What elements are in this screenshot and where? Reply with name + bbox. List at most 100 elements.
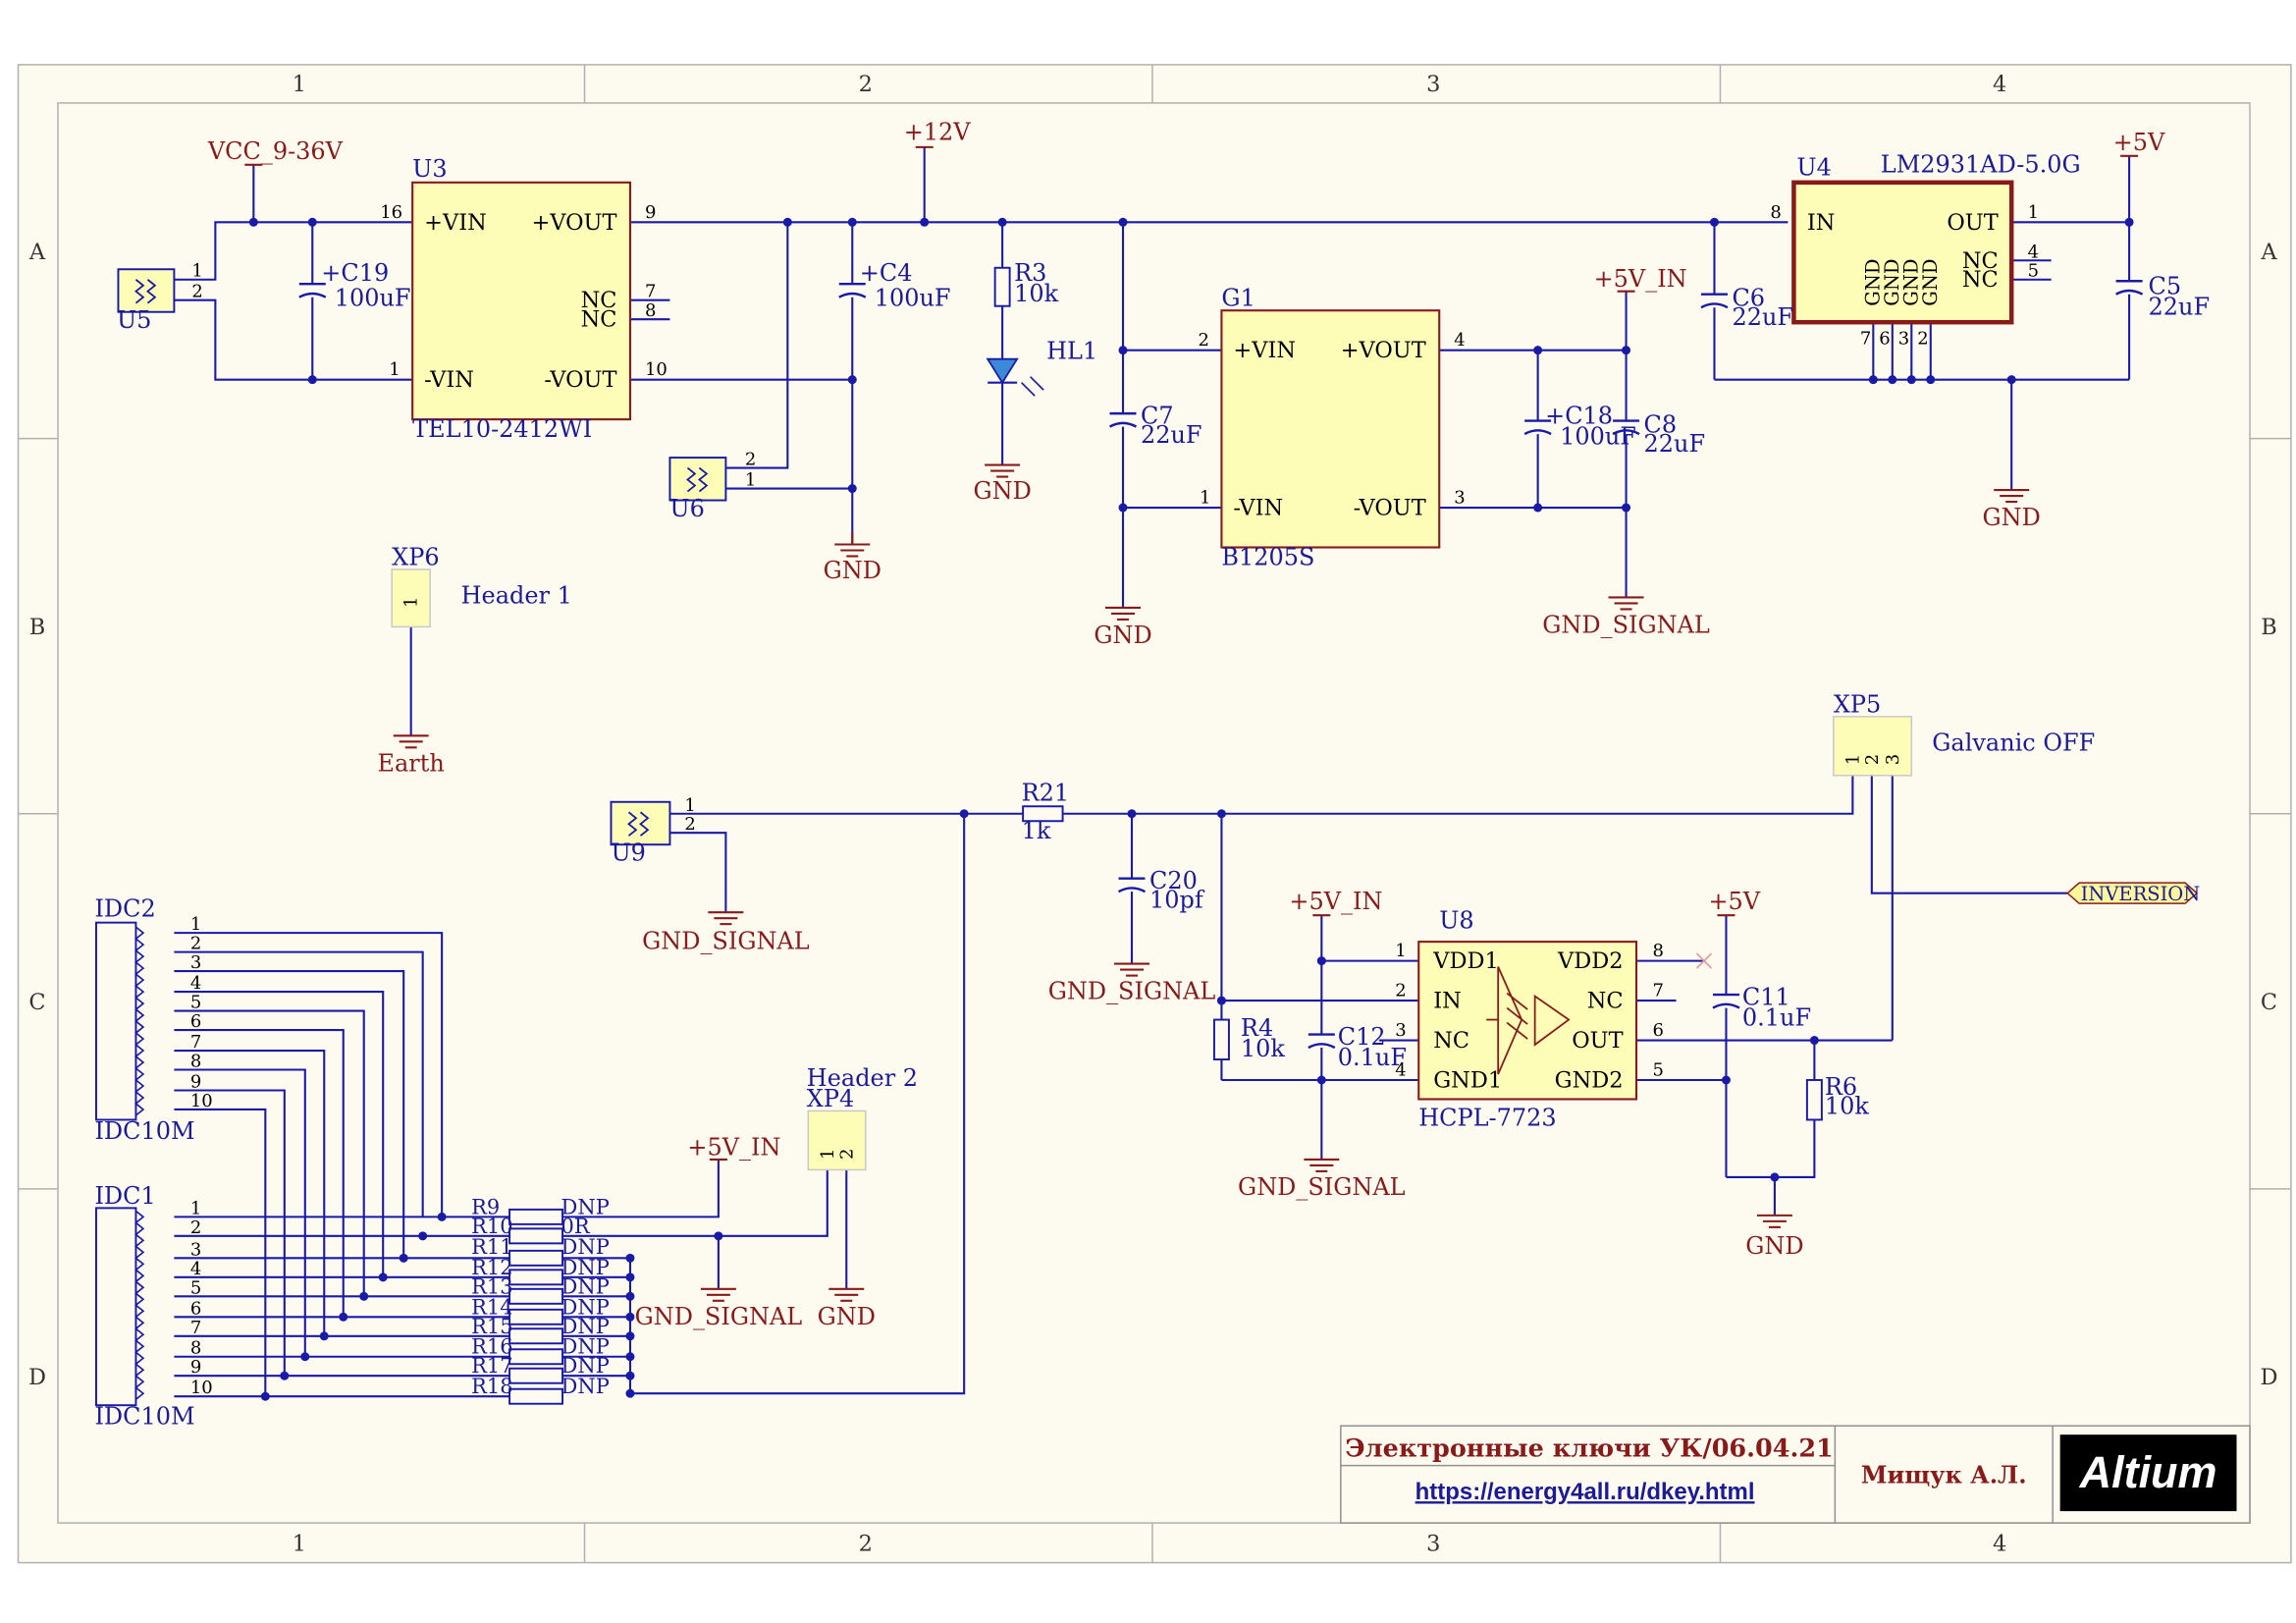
c4-capacitor [838, 283, 867, 298]
xp6-comment: Header 1 [461, 581, 572, 609]
r15-resistor [508, 1327, 564, 1345]
u4-pin-num-3: 3 [1898, 329, 1909, 350]
xp5-pin-2: 2 [1862, 754, 1883, 765]
u4-ref: U4 [1796, 153, 1831, 181]
u4-pin-gnd-6: GND [1881, 259, 1903, 306]
zone-row-c-left: C [28, 990, 45, 1015]
r16-value: DNP [561, 1335, 610, 1359]
idc1-pin-10: 10 [190, 1378, 213, 1398]
idc2-pin-2: 2 [190, 934, 201, 954]
idc2-value: IDC10M [94, 1117, 194, 1145]
r4-value: 10k [1241, 1035, 1285, 1062]
r15-ref: R15 [471, 1315, 512, 1338]
idc2-pin-4: 4 [190, 973, 201, 994]
u4-pin-nc1: NC [1962, 248, 1999, 274]
net-vcc-in: VCC_9-36V [207, 137, 344, 165]
zone-col-1-top: 1 [293, 72, 306, 97]
u8-pin-vdd2: VDD2 [1557, 948, 1624, 974]
r13-resistor [508, 1287, 564, 1305]
capacitor-labels: +C19 100uF +C4 100uF C7 22uF +C18 100uF … [321, 259, 2210, 1071]
net-gnd-g1: GND [1094, 622, 1151, 649]
u4-pin-num-5: 5 [2028, 261, 2039, 282]
c5-ref: C5 [2149, 273, 2182, 300]
r11-value: DNP [561, 1235, 610, 1259]
gnd-symbol-g1 [1105, 606, 1142, 621]
inversion-port: INVERSION [2066, 882, 2201, 905]
header-xp5: 1 2 3 XP5 Galvanic OFF [1833, 690, 2095, 777]
u3-value: TEL10-2412WI [412, 415, 592, 443]
u5-pin-2: 2 [191, 282, 202, 302]
r12-value: DNP [561, 1256, 610, 1279]
c12-value: 0.1uF [1338, 1044, 1407, 1071]
u8-pin-num-8: 8 [1653, 941, 1664, 961]
u3-pin-num-1: 1 [389, 359, 400, 380]
net-5v-in-xp4: +5V_IN [687, 1133, 780, 1161]
c12-ref: C12 [1338, 1023, 1386, 1051]
c4-value: 100uF [875, 285, 951, 312]
r10-resistor [508, 1227, 564, 1245]
r16-ref: R16 [471, 1335, 512, 1359]
c19-value: 100uF [335, 285, 411, 312]
idc2-pin-5: 5 [190, 993, 201, 1013]
r21-resistor [1022, 805, 1064, 823]
idc1-connector: IDC1 IDC10M 1 2 3 4 5 6 7 8 9 10 [94, 1182, 212, 1431]
ground-labels: GND GND GND GND_SIGNAL GND Earth GND_SIG… [378, 477, 2041, 1330]
u8-pin-num-1: 1 [1395, 941, 1406, 961]
u3-converter: U3 TEL10-2412WI +VIN +VOUT NC NC -VIN -V… [380, 155, 667, 443]
u3-pin-nc1: NC [581, 288, 617, 313]
r21-ref: R21 [1022, 779, 1070, 806]
u3-pin-num-7: 7 [645, 282, 656, 302]
gnd-signal-symbol-u9 [708, 911, 744, 926]
r15-value: DNP [561, 1315, 610, 1338]
c11-capacitor [1712, 993, 1740, 1009]
c8-ref: C8 [1644, 411, 1678, 439]
xp4-pin-1: 1 [818, 1148, 838, 1159]
connector-u6: U6 2 1 [668, 450, 756, 522]
r9-ref: R9 [471, 1195, 500, 1218]
c7-capacitor [1108, 411, 1138, 428]
zone-row-d-right: D [2260, 1365, 2277, 1390]
u8-pin-num-7: 7 [1653, 981, 1664, 1001]
c6-value: 22uF [1732, 303, 1793, 331]
zone-col-2-bottom: 2 [859, 1532, 873, 1557]
zone-col-3-bottom: 3 [1426, 1532, 1440, 1557]
g1-pin-vout-minus: -VOUT [1354, 496, 1426, 521]
u8-pin-num-3: 3 [1395, 1020, 1406, 1041]
g1-ref: G1 [1221, 285, 1255, 312]
c18-ref: +C18 [1545, 403, 1613, 430]
g1-pin-vin-minus: -VIN [1233, 496, 1283, 521]
c5-capacitor [2115, 280, 2144, 296]
zone-col-4-top: 4 [1993, 72, 2006, 97]
title-block-title: Электронные ключи УК/06.04.21 [1345, 1434, 1833, 1464]
net-gnd-u4: GND [1983, 504, 2041, 531]
zone-row-b-left: B [29, 615, 46, 640]
c20-ref: C20 [1149, 867, 1198, 894]
net-inversion: INVERSION [2081, 883, 2201, 905]
c7-value: 22uF [1141, 421, 1202, 449]
u3-pin-num-16: 16 [380, 202, 402, 223]
xp4-pin-2: 2 [836, 1148, 857, 1159]
r9-resistor [508, 1208, 564, 1225]
header-xp6: 1 XP6 Header 1 [391, 543, 572, 628]
u8-ref: U8 [1439, 907, 1473, 935]
r17-value: DNP [561, 1354, 610, 1378]
r6-resistor [1805, 1079, 1823, 1121]
optocoupler-symbol [1486, 966, 1571, 1075]
gnd-symbol-u4 [1994, 488, 2030, 504]
idc2-pin-10: 10 [190, 1091, 213, 1111]
gnd-symbol-xp4 [828, 1287, 865, 1302]
u4-pin-num-8: 8 [1770, 202, 1781, 223]
c11-value: 0.1uF [1742, 1004, 1811, 1032]
resistor-bodies [993, 266, 1823, 1121]
xp4-comment: Header 2 [807, 1064, 918, 1092]
zone-row-c-right: C [2261, 990, 2277, 1015]
r17-resistor [508, 1367, 564, 1384]
xp5-pin-1: 1 [1842, 754, 1863, 765]
earth-symbol-xp6 [393, 734, 429, 749]
connector-u5: U5 1 2 [117, 261, 203, 334]
c4-ref: +C4 [860, 259, 913, 287]
c8-value: 22uF [1644, 430, 1706, 458]
power-port-bars [244, 145, 2139, 1161]
gnd-symbol-u8 [1756, 1214, 1792, 1228]
